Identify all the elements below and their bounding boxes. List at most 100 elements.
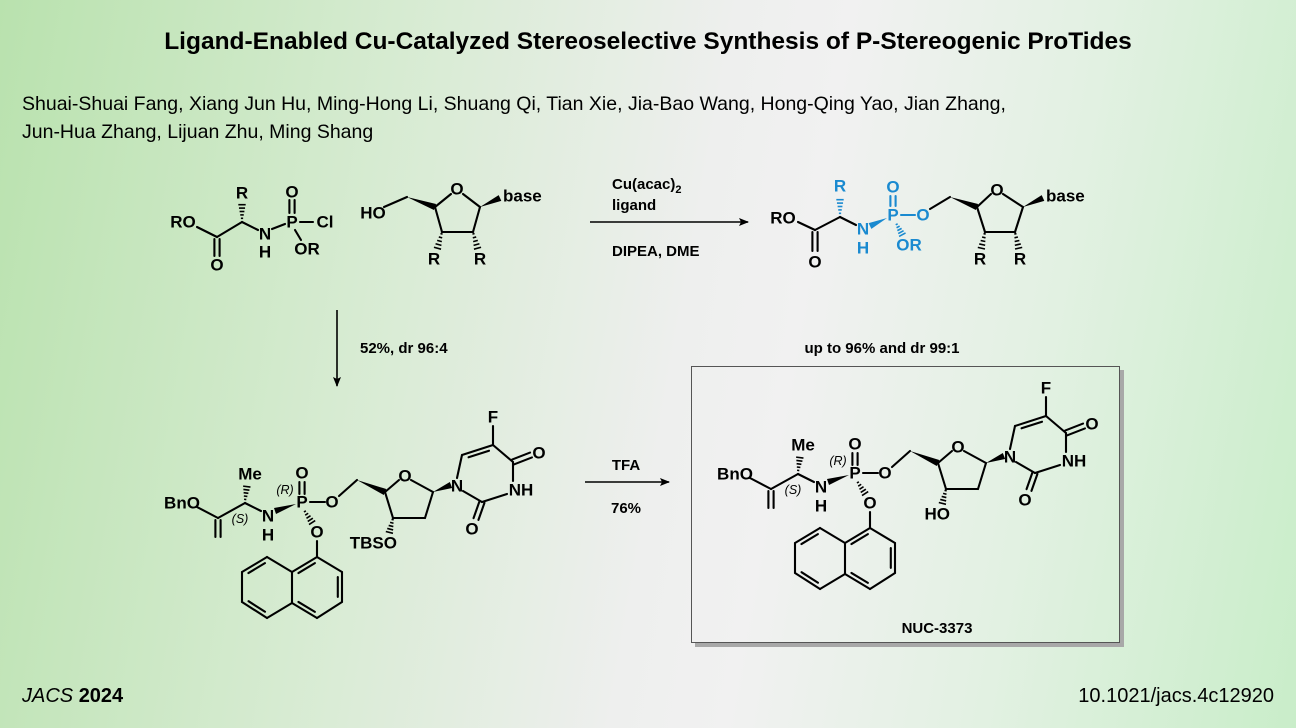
bond: [1008, 424, 1017, 451]
bond: [793, 526, 822, 545]
atom-label: O: [285, 183, 298, 202]
hash-bond: [898, 232, 906, 238]
atom-label: R: [974, 250, 986, 269]
deprotection-yield: 76%: [611, 500, 641, 517]
bond: [265, 601, 294, 620]
atom-label: O: [325, 493, 338, 512]
deprotection-reagent: TFA: [612, 457, 640, 474]
hash-bond: [243, 485, 251, 488]
hash-bond: [1014, 236, 1019, 239]
hash-bond: [433, 246, 442, 250]
atom-label: N: [451, 477, 463, 496]
atom-label: P: [286, 213, 297, 232]
bond: [843, 572, 872, 591]
bond: [461, 192, 482, 209]
bond: [472, 500, 481, 520]
atom-label: R: [834, 177, 846, 196]
atom-label: BnO: [717, 465, 753, 484]
hash-bond: [435, 243, 442, 247]
hash-bond: [979, 243, 986, 247]
page-title: Ligand-Enabled Cu-Catalyzed Stereoselect…: [164, 28, 1132, 55]
hash-bond: [857, 483, 862, 487]
bond: [243, 501, 263, 513]
bond: [1033, 463, 1062, 475]
wedge-bond: [910, 451, 940, 466]
bond: [216, 501, 247, 520]
hash-bond: [980, 239, 986, 243]
atom-label: R: [428, 250, 440, 269]
bond: [195, 505, 220, 520]
hash-bond: [472, 239, 479, 243]
bond: [512, 456, 533, 466]
bond: [433, 205, 444, 234]
bond: [423, 490, 435, 520]
atom-label: Cl: [317, 213, 334, 232]
atom-label: O: [398, 467, 411, 486]
bond: [461, 489, 484, 504]
bond: [290, 601, 319, 620]
bond: [383, 490, 395, 520]
bond: [477, 501, 486, 521]
bond: [793, 571, 822, 591]
bond: [1013, 205, 1025, 234]
hash-bond: [860, 488, 867, 494]
bond: [936, 449, 954, 465]
hash-bond: [796, 456, 804, 459]
bond: [1014, 460, 1037, 475]
bond: [796, 472, 816, 484]
atom-label: N: [857, 220, 869, 239]
hash-bond: [940, 498, 947, 502]
atom-label: O: [450, 180, 463, 199]
authors-line-2: Jun-Hua Zhang, Lijuan Zhu, Ming Shang: [22, 121, 374, 143]
hash-bond: [243, 488, 250, 491]
atom-label: N: [259, 225, 271, 244]
atom-label: P: [887, 206, 898, 225]
atom-label: O: [916, 206, 929, 225]
atom-label: O: [863, 494, 876, 513]
bond: [1064, 422, 1085, 432]
bond: [511, 451, 532, 461]
wedge-bond: [1023, 195, 1045, 207]
bond: [433, 192, 453, 209]
hash-bond: [897, 227, 902, 232]
bond: [455, 453, 464, 480]
atom-label: O: [532, 444, 545, 463]
atom-label: RO: [170, 213, 196, 232]
atom-label: R: [474, 250, 486, 269]
hash-bond: [385, 530, 394, 535]
atom-label: R: [236, 184, 248, 203]
hash-bond: [304, 512, 309, 516]
bond: [838, 215, 858, 227]
hash-bond: [303, 510, 307, 513]
hash-bond: [896, 225, 901, 229]
wedge-bond: [868, 218, 887, 229]
wedge-bond: [950, 197, 979, 211]
hash-bond: [472, 236, 477, 239]
hash-bond: [944, 489, 947, 492]
hash-bond: [438, 236, 443, 239]
atom-label: O: [310, 523, 323, 542]
bond: [868, 571, 897, 591]
bond: [315, 600, 344, 620]
hash-bond: [897, 229, 904, 235]
bond: [976, 461, 988, 491]
bond: [240, 220, 260, 232]
bond: [1065, 427, 1086, 437]
bond: [1020, 420, 1044, 430]
bond: [471, 205, 482, 234]
reagent-ligand: ligand: [612, 197, 656, 214]
journal-year: 2024: [78, 685, 124, 707]
bond: [265, 555, 294, 574]
bond: [769, 472, 800, 491]
bond: [868, 526, 897, 545]
bond: [890, 449, 912, 469]
bond: [270, 222, 287, 231]
atom-label: O: [990, 181, 1003, 200]
hash-bond: [473, 246, 482, 250]
bond: [800, 533, 819, 546]
atom-label: F: [488, 408, 498, 427]
step-result: 52%, dr 96:4: [360, 340, 448, 357]
